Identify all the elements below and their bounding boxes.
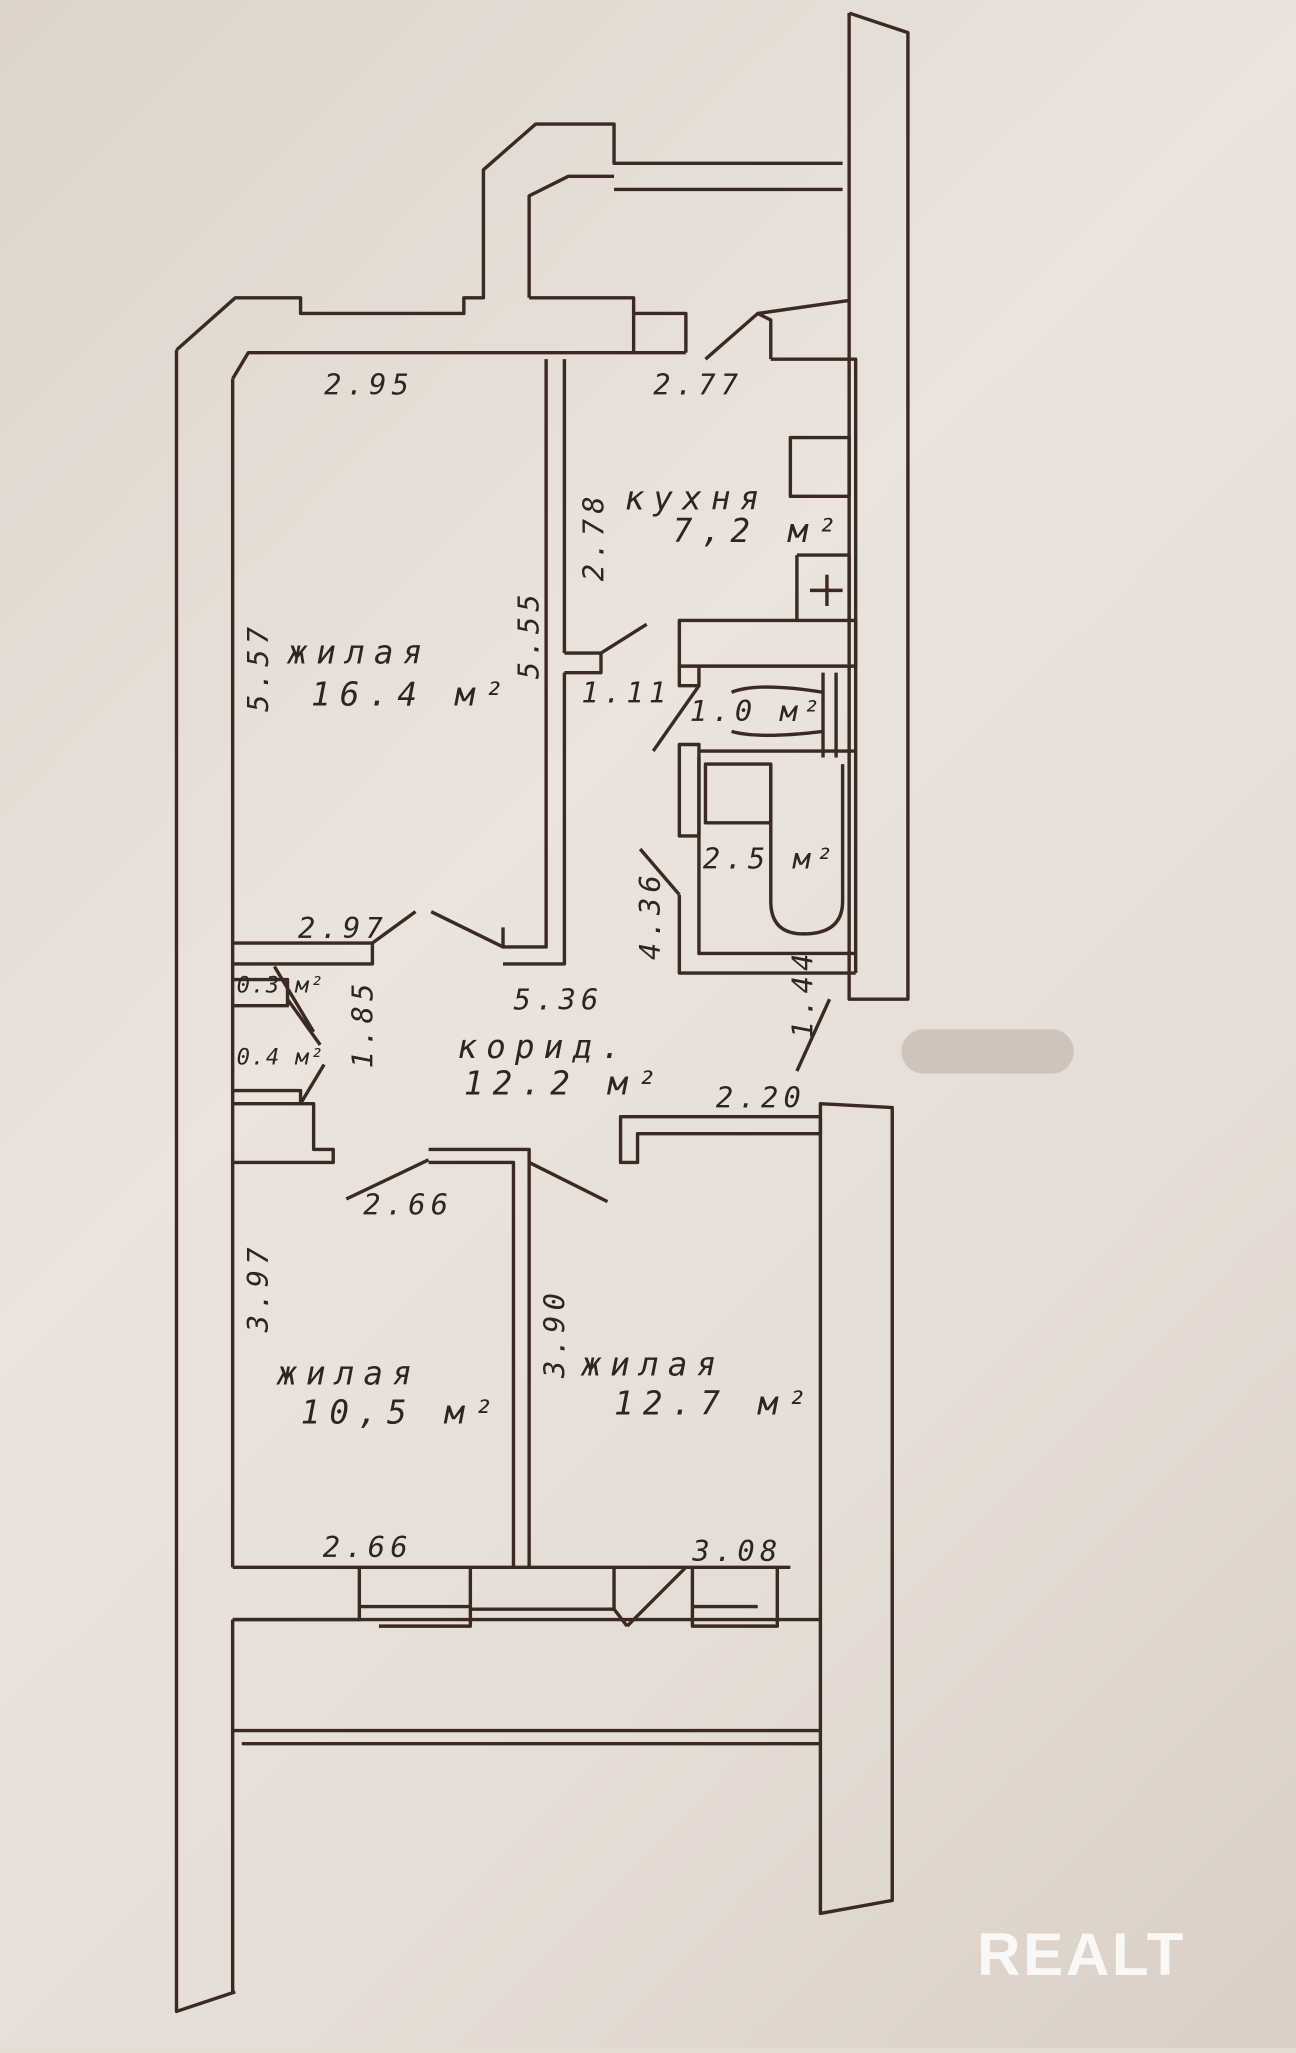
dim-living2-bottom: 2.66 (323, 1530, 413, 1564)
corridor-area: 12.2 м² (464, 1065, 666, 1103)
living1-name: жилая (287, 634, 432, 672)
realt-watermark: REALT (977, 1921, 1186, 1988)
bathroom-area: 2.5 м² (703, 842, 838, 876)
dim-entry: 1.44 (786, 948, 820, 1038)
dimension-labels: 2.95 2.77 2.78 5.57 5.55 1.11 4.36 2.97 … (241, 367, 820, 1567)
dim-living2-top: 2.66 (363, 1188, 453, 1222)
dim-corridor-width: 1.85 (345, 978, 379, 1068)
dim-corridor-right: 2.20 (716, 1081, 806, 1115)
kitchen-name: кухня (624, 479, 768, 517)
dim-living1-left: 5.57 (241, 622, 275, 712)
dim-kitchen-depth: 2.78 (577, 491, 611, 581)
dim-living1-right: 5.55 (511, 589, 545, 679)
room-labels: кухня 7,2 м² жилая 16.4 м² 1.0 м² 2.5 м²… (237, 479, 846, 1432)
closet1-area: 0.3 м² (237, 973, 325, 999)
living3-name: жилая (580, 1345, 725, 1383)
dim-living3-depth: 3.90 (537, 1288, 571, 1379)
dim-living2-depth: 3.97 (241, 1242, 275, 1333)
dim-living1-bottom: 2.97 (298, 911, 388, 945)
dim-top-right: 2.77 (653, 367, 743, 401)
kitchen-area: 7,2 м² (673, 512, 846, 550)
walls (174, 11, 910, 2014)
living2-area: 10,5 м² (301, 1394, 503, 1432)
toilet-area: 1.0 м² (690, 694, 825, 728)
corridor-name: корид. (457, 1028, 630, 1066)
dim-living3-bottom: 3.08 (691, 1534, 782, 1568)
dim-top-left: 2.95 (324, 367, 414, 401)
closet2-area: 0.4 м² (237, 1044, 325, 1070)
dim-corridor-length: 5.36 (513, 983, 603, 1017)
redaction-blur (901, 1029, 1074, 1074)
living1-area: 16.4 м² (311, 675, 513, 713)
dim-kitchen-door: 1.11 (581, 676, 671, 710)
living3-area: 12.7 м² (614, 1385, 816, 1423)
dim-bath-depth: 4.36 (633, 870, 667, 960)
living2-name: жилая (276, 1354, 421, 1392)
